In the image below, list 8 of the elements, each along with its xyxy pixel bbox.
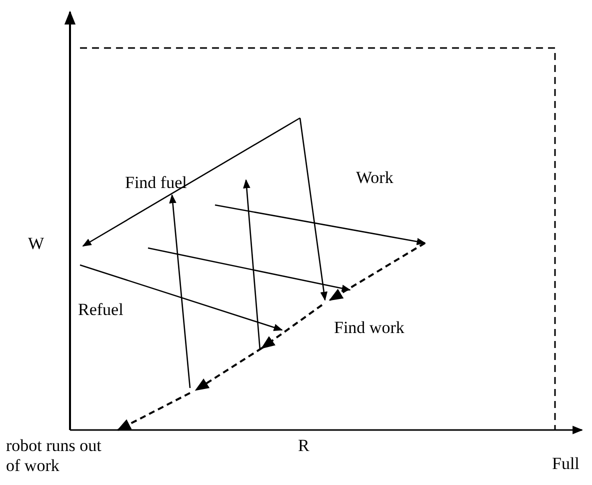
phase-label: Refuel [78, 300, 124, 320]
axis-label: R [298, 436, 310, 456]
phase-label: Find fuel [125, 173, 187, 193]
axis-label: W [28, 234, 44, 254]
phase-label: Work [356, 168, 394, 188]
axis-label: Full [552, 454, 580, 474]
axis-note: robot runs out of work [6, 436, 102, 476]
phase-label: Find work [334, 318, 404, 338]
